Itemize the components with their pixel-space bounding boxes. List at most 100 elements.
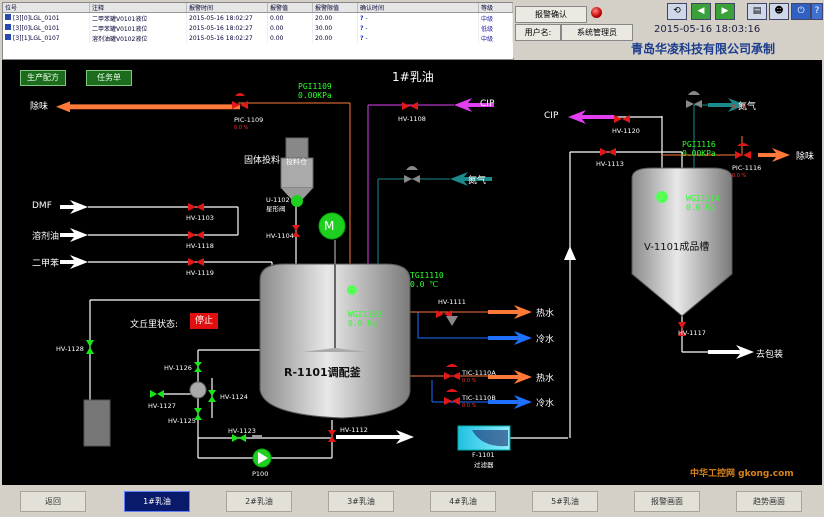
alarm-lamp-icon <box>591 7 602 18</box>
star-valve-icon <box>291 195 303 207</box>
nitrogen-right-label: 氮气 <box>738 102 757 112</box>
task-button[interactable]: 任务单 <box>86 70 132 86</box>
valve-pic1116[interactable]: PIC-1116 <box>732 164 762 172</box>
back-arrow-icon[interactable]: ◀ <box>691 3 711 20</box>
arrow-hotwater-jacket <box>488 370 532 384</box>
alarm-level: 低级 <box>478 23 513 33</box>
alarm-limit: 30.00 <box>312 23 358 33</box>
feed-hopper <box>280 137 314 200</box>
valve-hv1128[interactable]: HV-1128 <box>56 345 84 353</box>
venturi-state-label: 文丘里状态: <box>130 320 179 330</box>
valve-hv1118[interactable]: HV-1118 <box>186 242 214 250</box>
valve-hv1127[interactable]: HV-1127 <box>148 402 176 410</box>
valve-tic1110a[interactable]: TIC-1110A <box>462 369 496 377</box>
question-icon[interactable]: ? <box>360 14 364 22</box>
alarm-tag: [3][0]LGL_0101 <box>13 15 60 22</box>
pic1109-output: 0.0 % <box>234 125 249 131</box>
reactor-label: R-1101调配釜 <box>284 366 361 379</box>
feed-hopper-label: 投料仓 <box>286 158 307 166</box>
alarm-value: 0.00 <box>267 23 313 33</box>
alarm-limit: 20.00 <box>312 12 358 23</box>
nav-alarm-screen[interactable]: 报警画面 <box>634 491 700 512</box>
n2-valve-output: 0.0 % <box>732 104 747 110</box>
page-title: 1#乳油 <box>392 70 434 84</box>
venturi-stop-button[interactable]: 停止 <box>190 313 218 329</box>
user-icon[interactable]: ☻ <box>769 3 789 20</box>
nav-emulsion-3[interactable]: 3#乳油 <box>328 491 394 512</box>
valve-hv1111[interactable]: HV-1111 <box>438 298 466 306</box>
question-icon[interactable]: ? <box>360 34 364 42</box>
print-icon[interactable]: ▤ <box>747 3 767 20</box>
motor-icon <box>318 212 346 240</box>
table-row[interactable]: [3][1]LGL_0107 溶剂油罐V0102液位 2015-05-16 18… <box>3 33 513 43</box>
alarm-row-icon <box>5 34 11 40</box>
cold-water-jacket-label: 冷水 <box>536 399 555 409</box>
hot-water-jacket-label: 热水 <box>536 374 555 384</box>
valve-tic1110b[interactable]: TIC-1110B <box>462 394 496 402</box>
alarm-time: 2015-05-16 18:02:27 <box>186 33 268 43</box>
table-row[interactable]: [3][0]LGL_0101 二甲苯罐V0101液位 2015-05-16 18… <box>3 12 513 23</box>
footer-nav: 返回 1#乳油 2#乳油 3#乳油 4#乳油 5#乳油 报警画面 趋势画面 <box>0 487 824 517</box>
filter-f1101 <box>457 425 511 451</box>
nav-emulsion-4[interactable]: 4#乳油 <box>430 491 496 512</box>
valve-hv1119[interactable]: HV-1119 <box>186 269 214 277</box>
valve-hv1117[interactable]: HV-1117 <box>678 329 706 337</box>
arrow-hotwater-top <box>488 305 532 319</box>
to-package-label: 去包装 <box>756 350 784 360</box>
valve-hv1126[interactable]: HV-1126 <box>164 364 192 372</box>
alarm-row-icon <box>5 24 11 30</box>
cip-label: CIP <box>480 99 495 109</box>
help-icon[interactable]: ? <box>811 3 823 20</box>
alarm-level: 中级 <box>478 33 513 43</box>
alarm-header-row: 位号 注释 报警时间 报警值 报警限值 确认时间 等级 <box>3 3 513 13</box>
alarm-level: 中级 <box>478 12 513 23</box>
process-panel: 生产配方 任务单 1#乳油 除味 CIP 氮气 固体投料 投料仓 DMF 溶剂油… <box>2 60 822 485</box>
nav-emulsion-5[interactable]: 5#乳油 <box>532 491 598 512</box>
nav-back-button[interactable]: 返回 <box>20 491 86 512</box>
deodor-label: 除味 <box>30 102 49 112</box>
valve-pic1109[interactable]: PIC-1109 <box>234 116 264 124</box>
alarm-confirm-button[interactable]: 报警确认 <box>515 6 587 23</box>
valve-hv1124[interactable]: HV-1124 <box>220 393 248 401</box>
status-sparkle-icon <box>656 191 668 203</box>
forward-arrow-icon[interactable]: ▶ <box>715 3 735 20</box>
arrow-cip-right <box>568 110 614 124</box>
valve-hv1125[interactable]: HV-1125 <box>168 417 196 425</box>
grey-valve-group <box>404 91 702 326</box>
alarm-value: 0.00 <box>267 12 313 23</box>
alarm-value: 0.00 <box>267 33 313 43</box>
table-row[interactable]: [3][0]LGL_0101 二甲苯罐V0101液位 2015-05-16 18… <box>3 23 513 33</box>
col-header: 确认时间 <box>357 3 479 13</box>
alarm-note: 溶剂油罐V0102液位 <box>89 33 187 43</box>
valve-hv1103[interactable]: HV-1103 <box>186 214 214 222</box>
valve-hv1112[interactable]: HV-1112 <box>340 426 368 434</box>
nav-trend-screen[interactable]: 趋势画面 <box>736 491 802 512</box>
arrow-n2-right <box>708 98 746 112</box>
valve-hv1123[interactable]: HV-1123 <box>228 427 256 435</box>
nav-emulsion-1[interactable]: 1#乳油 <box>124 491 190 512</box>
recipe-button[interactable]: 生产配方 <box>20 70 66 86</box>
vacuum-meter-tag: U-1102 <box>266 196 290 204</box>
arrow-to-filter <box>336 430 414 444</box>
cip-right-label: CIP <box>544 111 559 121</box>
alarm-table: 位号 注释 报警时间 报警值 报警限值 确认时间 等级 [3][0]LGL_01… <box>2 2 514 60</box>
question-icon[interactable]: ? <box>360 24 364 32</box>
alarm-time: 2015-05-16 18:02:27 <box>186 12 268 23</box>
refresh-icon[interactable]: ⟲ <box>667 3 687 20</box>
valve-group <box>188 93 751 442</box>
alarm-limit: 20.00 <box>312 33 358 43</box>
arrow-cip-in <box>454 98 494 112</box>
collect-vessel <box>83 399 111 447</box>
arrow-deodor-right <box>758 148 790 162</box>
power-icon[interactable]: ⏻ <box>791 3 811 20</box>
alarm-row-icon <box>5 14 11 20</box>
valve-hv1104[interactable]: HV-1104 <box>266 232 294 240</box>
product-tank-v1101 <box>631 167 733 317</box>
nav-emulsion-2[interactable]: 2#乳油 <box>226 491 292 512</box>
valve-hv1108[interactable]: HV-1108 <box>398 115 426 123</box>
col-header: 注释 <box>89 3 187 13</box>
valve-hv1113[interactable]: HV-1113 <box>596 160 624 168</box>
valve-hv1120[interactable]: HV-1120 <box>612 127 640 135</box>
